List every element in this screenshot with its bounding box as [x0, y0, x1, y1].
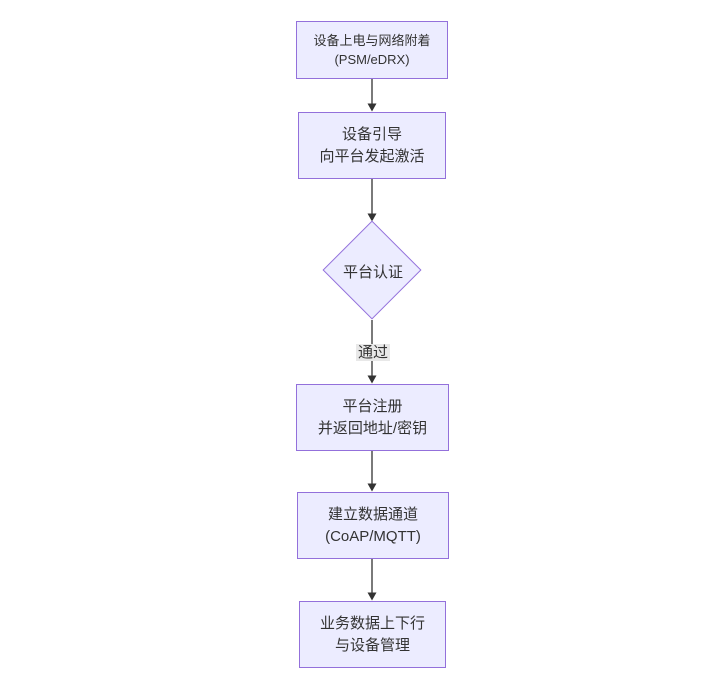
node-data-channel: 建立数据通道 (CoAP/MQTT) — [297, 492, 449, 559]
node-line: 与设备管理 — [334, 636, 410, 654]
node-line: 并返回地址/密钥 — [317, 419, 428, 437]
arrowhead-icon — [367, 103, 377, 112]
node-line: 向平台发起激活 — [319, 147, 425, 165]
arrowhead-icon — [367, 483, 377, 492]
edge-label-pass: 通过 — [355, 344, 391, 361]
node-platform-register: 平台注册 并返回地址/密钥 — [296, 384, 449, 451]
node-bootstrap: 设备引导 向平台发起激活 — [298, 112, 446, 179]
node-power-attach: 设备上电与网络附着 (PSM/eDRX) — [296, 21, 448, 79]
node-platform-auth: 平台认证 — [322, 220, 423, 320]
node-line: 平台认证 — [342, 263, 403, 281]
node-line: 业务数据上下行 — [319, 614, 425, 632]
node-line: (PSM/eDRX) — [334, 52, 410, 67]
node-line: 设备上电与网络附着 — [313, 33, 431, 48]
node-line: 平台注册 — [342, 397, 403, 415]
node-business-data: 业务数据上下行 与设备管理 — [299, 601, 446, 668]
node-line: 设备引导 — [341, 125, 402, 143]
node-line: (CoAP/MQTT) — [325, 527, 421, 545]
arrowhead-icon — [367, 592, 377, 601]
node-line: 建立数据通道 — [327, 505, 418, 523]
arrowhead-icon — [367, 375, 377, 384]
